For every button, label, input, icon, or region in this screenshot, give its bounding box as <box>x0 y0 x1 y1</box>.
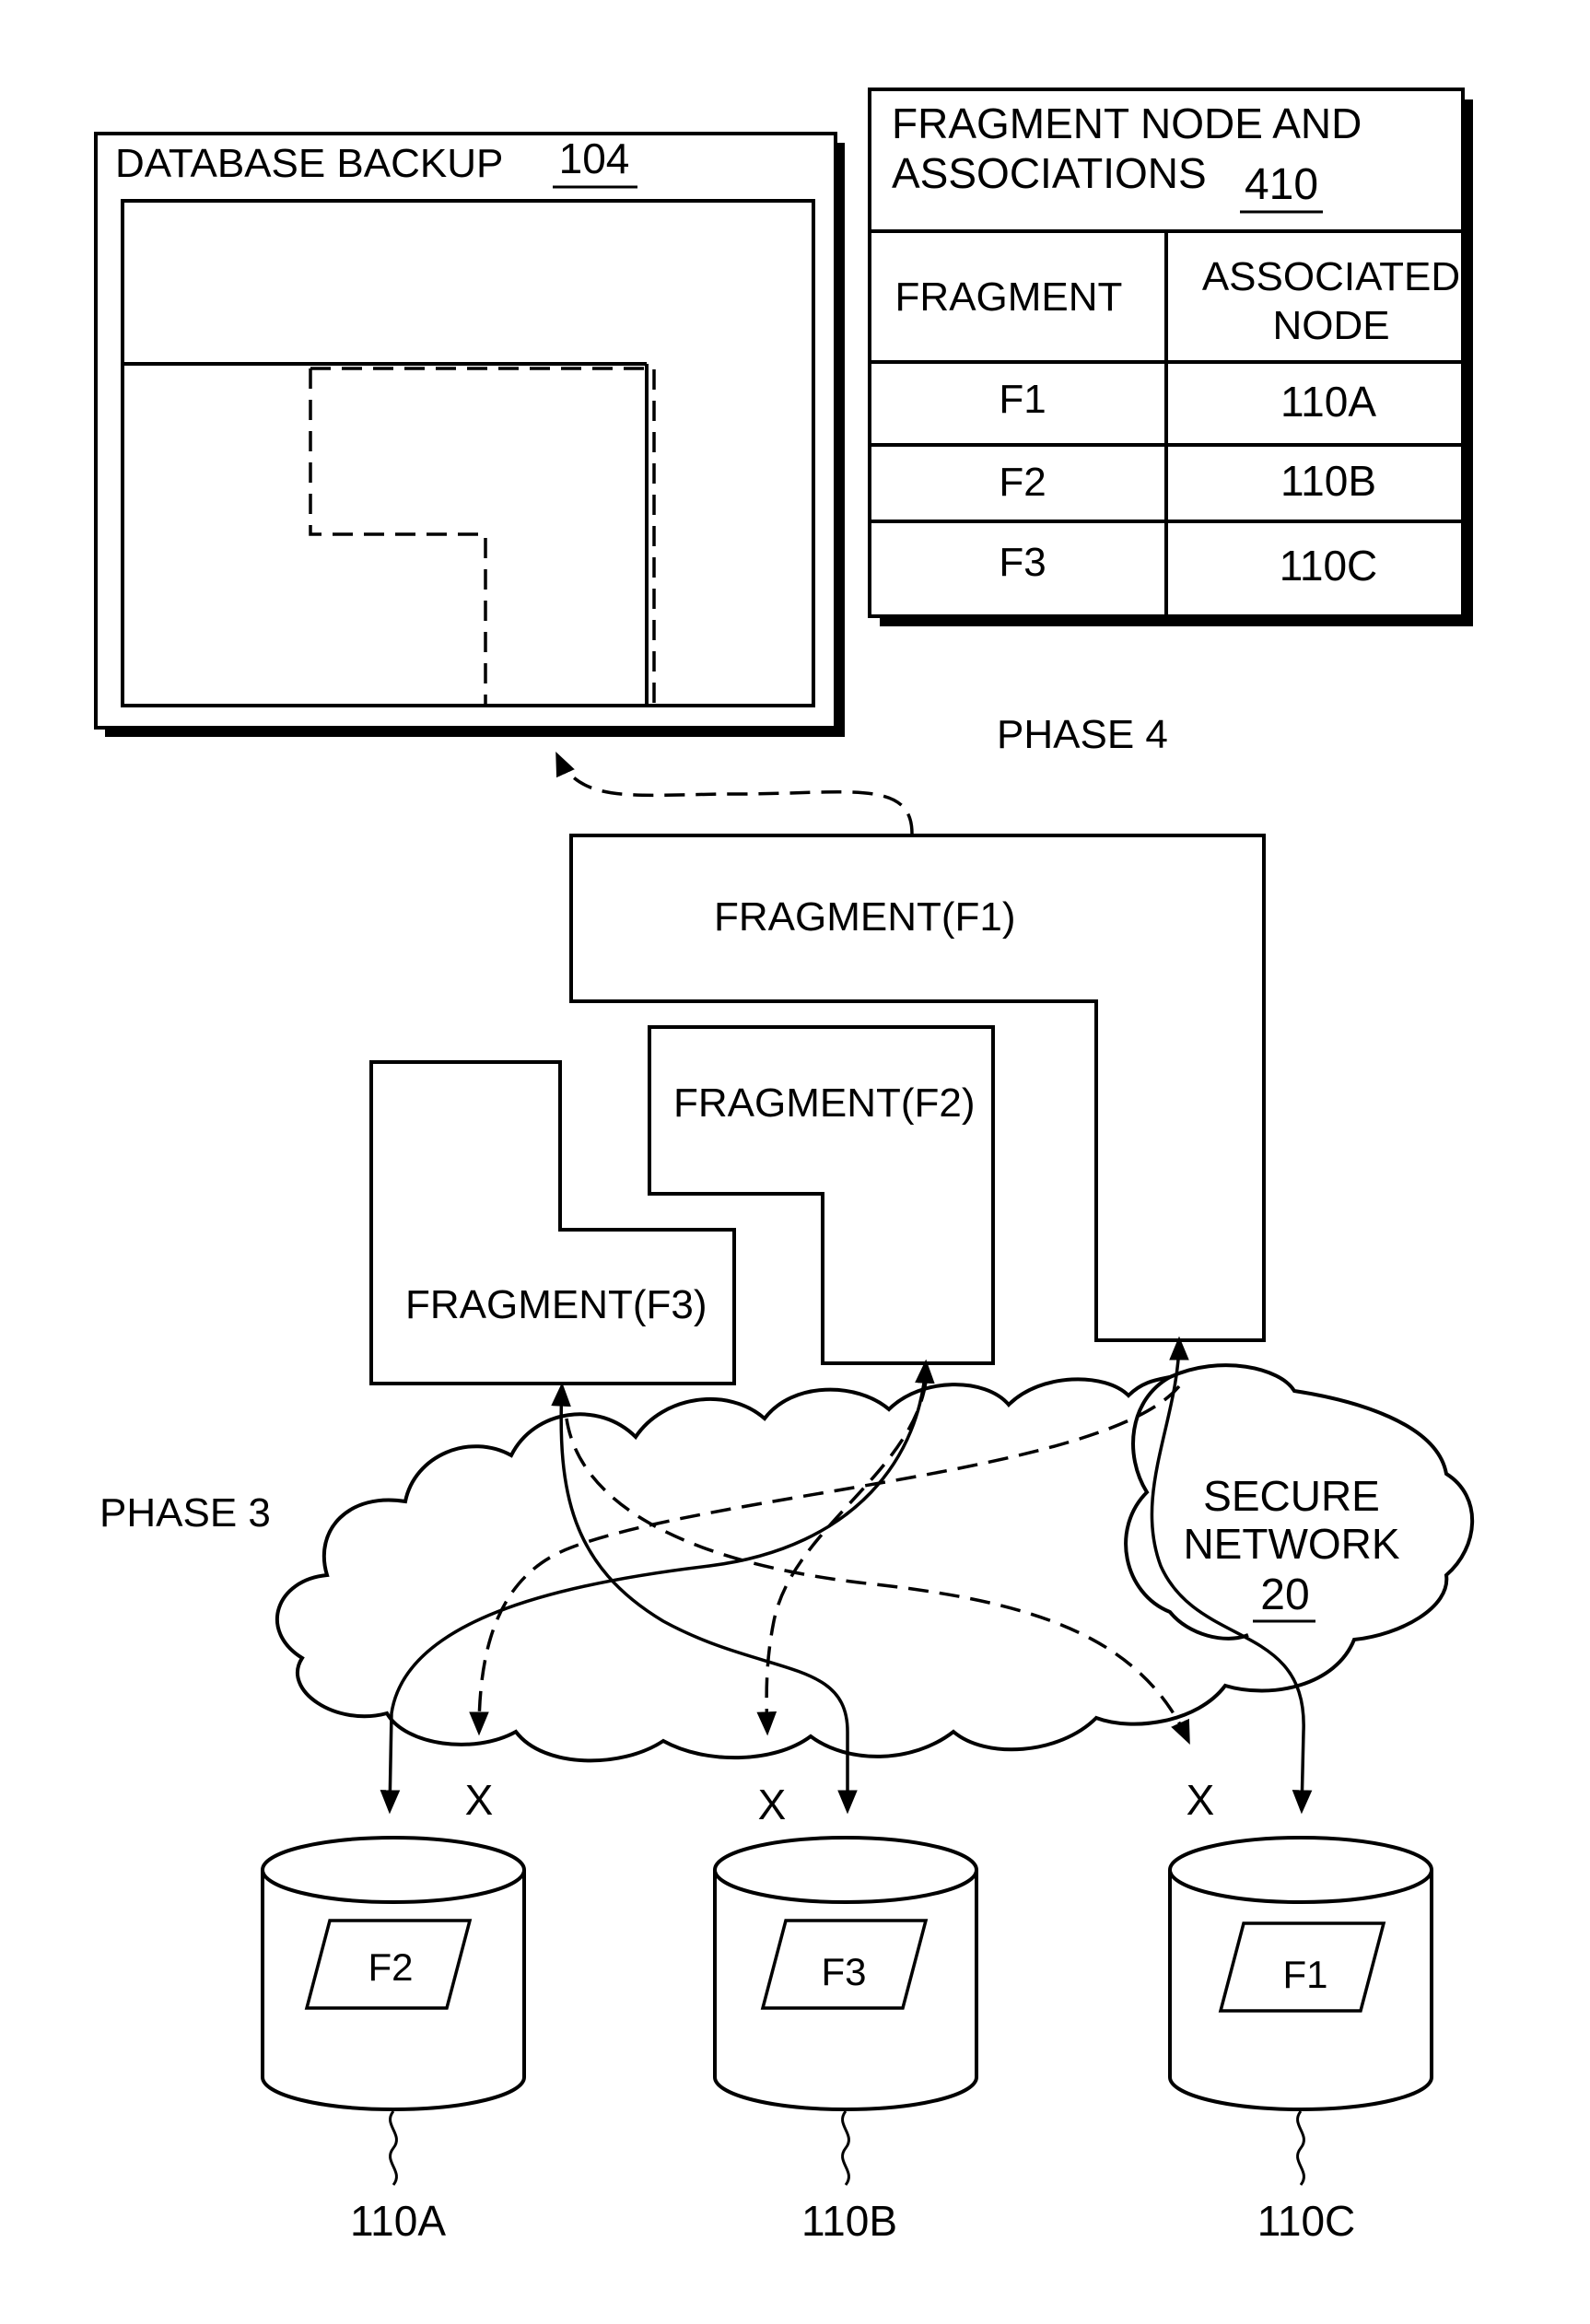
association-table-ref: 410 <box>1245 160 1318 209</box>
table-row-1-fragment: F1 <box>999 377 1046 422</box>
secure-network-label-line2: NETWORK <box>1183 1520 1399 1568</box>
phase-3-label: PHASE 3 <box>99 1490 271 1536</box>
x-mark-2: X <box>758 1781 787 1828</box>
database-backup-ref: 104 <box>559 134 630 182</box>
storage-node-110b: F3 110B <box>715 1838 976 2245</box>
node-110c-leader <box>1298 2111 1304 2185</box>
table-row-3-node: 110C <box>1280 542 1378 590</box>
storage-node-110a: F2 110A <box>263 1838 524 2245</box>
node-110a-label: 110A <box>350 2197 446 2245</box>
phase-4-label: PHASE 4 <box>997 712 1168 757</box>
node-110b-fragment-label: F3 <box>821 1950 866 1993</box>
node-110a-leader <box>391 2111 397 2185</box>
node-110c-label: 110C <box>1257 2197 1356 2245</box>
node-110b-leader <box>843 2111 849 2185</box>
fragment-f3-label: FRAGMENT(F3) <box>405 1282 707 1327</box>
node-110c-fragment-label: F1 <box>1282 1953 1327 1996</box>
header-associated-node-line2: NODE <box>1272 303 1389 348</box>
secure-network-ref: 20 <box>1260 1571 1309 1619</box>
secure-network-label-line1: SECURE <box>1203 1472 1380 1520</box>
x-mark-3: X <box>1187 1776 1215 1824</box>
fragment-f2-label: FRAGMENT(F2) <box>673 1080 976 1126</box>
table-row-2-node: 110B <box>1280 457 1376 505</box>
table-row-3-fragment: F3 <box>999 540 1046 585</box>
x-mark-1: X <box>465 1776 494 1824</box>
association-table-title-line2: ASSOCIATIONS <box>892 149 1207 197</box>
storage-node-110c: F1 110C <box>1170 1838 1432 2245</box>
association-table: FRAGMENT NODE AND ASSOCIATIONS 410 FRAGM… <box>870 89 1473 626</box>
database-backup-box: DATABASE BACKUP 104 <box>96 134 845 737</box>
database-backup-title: DATABASE BACKUP <box>115 141 503 186</box>
table-row-2-fragment: F2 <box>999 460 1046 505</box>
table-row-1-node: 110A <box>1280 378 1376 426</box>
association-table-title-line1: FRAGMENT NODE AND <box>892 99 1362 147</box>
header-associated-node-line1: ASSOCIATED <box>1202 254 1460 299</box>
fragment-f1-label: FRAGMENT(F1) <box>714 894 1016 940</box>
node-110a-fragment-label: F2 <box>368 1945 413 1989</box>
node-110b-label: 110B <box>801 2197 897 2245</box>
header-fragment: FRAGMENT <box>895 274 1123 320</box>
phase-4-arrow <box>557 755 912 834</box>
